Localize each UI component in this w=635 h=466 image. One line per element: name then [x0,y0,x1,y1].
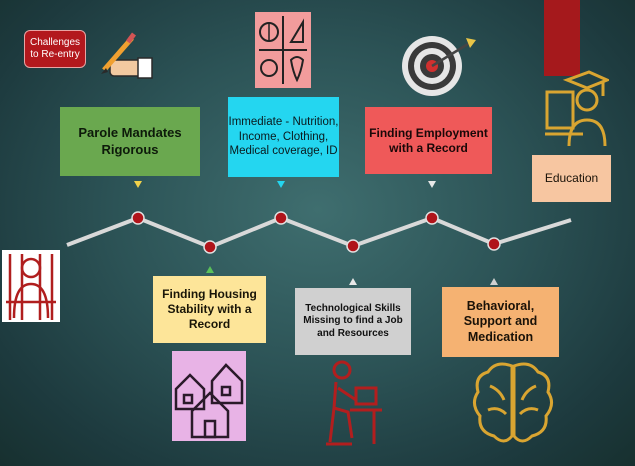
tech-skills-box: Technological Skills Missing to find a J… [295,288,411,355]
behavioral-label: Behavioral, Support and Medication [463,298,538,344]
parole-label: Parole Mandates Rigorous [78,125,182,157]
timeline-node [131,211,145,225]
challenges-badge: Challenges to Re-entry [24,30,86,68]
parole-box: Parole Mandates Rigorous [60,107,200,176]
target-icon [402,36,476,96]
timeline-node [346,239,360,253]
prison-inmate-icon [2,250,60,322]
timeline-node [487,237,501,251]
immediate-needs-box: Immediate - Nutrition, Income, Clothing,… [228,97,339,177]
immediate-marker [277,181,285,188]
timeline-line [66,215,572,250]
parole-marker [134,181,142,188]
tech-label: Technological Skills Missing to find a J… [303,302,403,339]
timeline-node [203,240,217,254]
person-at-computer-icon [326,360,382,446]
housing-label: Finding Housing Stability with a Record [162,287,257,331]
nutrition-icon [255,12,311,88]
employment-marker [428,181,436,188]
houses-icon [172,351,246,441]
education-box: Education [532,155,611,202]
behavioral-box: Behavioral, Support and Medication [442,287,559,357]
housing-box: Finding Housing Stability with a Record [153,276,266,343]
graduate-online-icon [545,70,609,147]
writing-hand-icon [101,32,153,79]
employment-label: Finding Employment with a Record [369,125,488,155]
immediate-label: Immediate - Nutrition, Income, Clothing,… [228,116,339,158]
brain-icon [473,362,553,443]
timeline-node [425,211,439,225]
education-label: Education [544,171,599,185]
housing-marker [206,266,214,273]
challenges-badge-label: Challenges to Re-entry [29,36,81,61]
tech-marker [349,278,357,285]
timeline-node [274,211,288,225]
behavioral-marker [490,278,498,285]
employment-box: Finding Employment with a Record [365,107,492,174]
red-banner [544,0,580,76]
